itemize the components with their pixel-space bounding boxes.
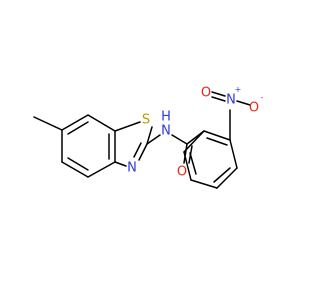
- nitro-nitrogen-charge: +: [235, 85, 242, 94]
- nitro-nitrogen-atom: N: [226, 93, 236, 108]
- bond-ring-inner-2: [213, 167, 231, 183]
- molecule-structure: S N N H O N + O O -: [33, 85, 264, 189]
- bond-ring-1: [203, 130, 231, 141]
- bond-benz-inner-3: [67, 157, 89, 171]
- bond-c2-n-double: [133, 142, 142, 158]
- bond-ring-inner-1: [206, 137, 228, 146]
- bond-ring-3: [216, 167, 238, 189]
- bond-nh-co: [171, 134, 188, 145]
- atom-labels: S N N H O N + O O -: [127, 85, 263, 180]
- bond-ring-inner-3: [189, 152, 197, 175]
- bond-c-s: [114, 121, 141, 132]
- bond-ring-2: [229, 139, 238, 169]
- bond-c2-nh: [146, 134, 161, 145]
- bond-c2-n: [138, 143, 148, 161]
- nitro-oxygen-atom-side: O: [249, 101, 259, 116]
- bond-ring-6: [183, 130, 205, 153]
- carbonyl-oxygen-atom: O: [177, 165, 187, 180]
- bond-s-c2: [146, 126, 153, 145]
- bond-nitro-o-side: [236, 100, 251, 106]
- bond-ring-4: [190, 179, 218, 189]
- sulfur-atom: S: [142, 113, 150, 128]
- nitro-oxygen-atom-top: O: [201, 86, 211, 101]
- bond-benz-4: [87, 161, 116, 178]
- bond-nitro-o-top-double: [211, 96, 226, 102]
- bonds: [33, 91, 251, 189]
- bond-benz-inner-1: [67, 121, 89, 135]
- bond-ring-5: [183, 151, 192, 181]
- thiazole-nitrogen-atom: N: [127, 161, 137, 176]
- bond-methyl: [33, 116, 63, 131]
- bond-benz-2: [87, 114, 116, 132]
- bond-benz-5: [61, 161, 89, 178]
- amide-nitrogen-atom: N: [161, 124, 171, 139]
- nitro-oxygen-charge: -: [261, 93, 264, 102]
- amide-hydrogen-atom: H: [161, 110, 171, 125]
- bond-n-c: [114, 161, 127, 167]
- bond-benz-1: [61, 114, 89, 131]
- bond-co-o: [183, 143, 188, 164]
- bond-nitro-o-top: [211, 91, 226, 97]
